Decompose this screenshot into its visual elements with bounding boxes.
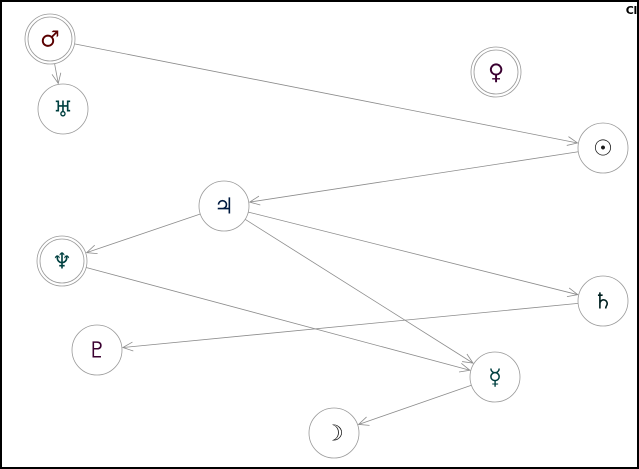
arrowhead (458, 363, 471, 373)
node-jupiter[interactable]: ♃ (198, 180, 250, 232)
node-circle (577, 122, 629, 174)
mercury-symbol-icon: ☿ (488, 366, 502, 391)
node-circle (470, 46, 522, 98)
node-mercury[interactable]: ☿ (469, 351, 521, 403)
node-layer: ♂ ♅ ♀ ☉ ♃ ♆ ♄ ♇ ☿ ☽ (24, 13, 629, 459)
node-circle (71, 324, 123, 376)
edge-line (244, 219, 474, 364)
saturn-symbol-icon: ♄ (593, 290, 613, 315)
node-circle (577, 275, 629, 327)
pluto-symbol-icon: ♇ (87, 339, 107, 364)
jupiter-symbol-icon: ♃ (214, 195, 234, 220)
edge-layer (51, 43, 579, 426)
edge-jupiter-to-saturn (248, 211, 579, 297)
arrowhead (357, 416, 370, 426)
node-neptune[interactable]: ♆ (36, 235, 88, 287)
venus-symbol-icon: ♀ (488, 61, 504, 86)
edge-mars-to-sun (74, 43, 579, 146)
edge-line (86, 267, 470, 371)
edge-line (358, 384, 472, 425)
node-uranus[interactable]: ♅ (37, 83, 89, 135)
edge-line (86, 213, 201, 254)
edge-mars-to-uranus (51, 63, 62, 85)
node-inner-ring (27, 16, 73, 62)
edge-line (248, 211, 578, 296)
node-circle (24, 13, 76, 65)
arrowhead (462, 353, 474, 364)
uranus-symbol-icon: ♅ (53, 98, 73, 123)
node-saturn[interactable]: ♄ (577, 275, 629, 327)
neptune-symbol-icon: ♆ (52, 250, 72, 275)
arrowhead (566, 287, 579, 297)
node-inner-ring (473, 49, 519, 95)
node-mars[interactable]: ♂ (24, 13, 76, 65)
node-venus[interactable]: ♀ (470, 46, 522, 98)
node-pluto[interactable]: ♇ (71, 324, 123, 376)
node-inner-ring (39, 238, 85, 284)
node-circle (308, 407, 360, 459)
edge-sun-to-jupiter (248, 151, 579, 206)
edge-line (122, 303, 579, 348)
arrowhead (121, 341, 134, 352)
node-circle (469, 351, 521, 403)
sun-symbol-icon: ☉ (593, 137, 613, 162)
node-circle (36, 235, 88, 287)
node-sun[interactable]: ☉ (577, 122, 629, 174)
node-circle (198, 180, 250, 232)
arrowhead (51, 72, 62, 85)
arrowhead (566, 136, 579, 146)
edge-jupiter-to-mercury (244, 219, 474, 364)
edge-jupiter-to-neptune (85, 213, 201, 255)
edge-line (249, 151, 579, 203)
edge-line (54, 63, 59, 84)
arrowhead (248, 195, 261, 206)
arrowhead (85, 244, 98, 255)
edge-neptune-to-mercury (86, 267, 471, 373)
moon-symbol-icon: ☽ (324, 422, 344, 447)
edge-mercury-to-moon (357, 384, 472, 426)
edge-saturn-to-pluto (121, 303, 579, 352)
mars-symbol-icon: ♂ (40, 28, 60, 53)
edge-line (74, 43, 578, 144)
node-moon[interactable]: ☽ (308, 407, 360, 459)
corner-label: Cl (625, 4, 637, 17)
node-circle (37, 83, 89, 135)
